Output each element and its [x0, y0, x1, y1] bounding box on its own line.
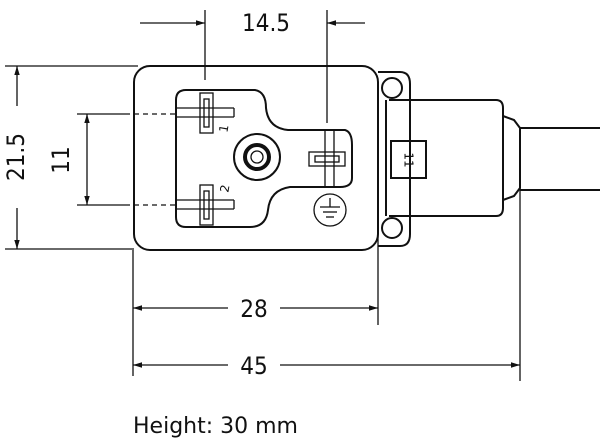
mounting-hole-bottom [381, 217, 403, 239]
height-note: Height: 30 mm [133, 414, 298, 439]
svg-text:14.5: 14.5 [242, 9, 290, 37]
pin2-label: 2 [217, 184, 232, 194]
contact-insert [175, 89, 353, 228]
screw-icon [233, 133, 281, 181]
mounting-hole-top [381, 77, 403, 99]
svg-text:45: 45 [240, 352, 267, 380]
ground-pin [308, 130, 346, 187]
dim-pin-spacing-horizontal: 14.5 [140, 9, 365, 123]
svg-text:28: 28 [240, 295, 267, 323]
cable-label: 11 [402, 152, 416, 167]
svg-text:21.5: 21.5 [2, 133, 30, 181]
pin-1 [176, 92, 235, 134]
connector-body: 1 2 [133, 65, 411, 251]
ground-icon [313, 193, 347, 227]
svg-text:11: 11 [47, 146, 75, 173]
cable-gland: 11 [389, 99, 600, 217]
pin-2 [176, 184, 235, 226]
dim-overall-length: 45 [133, 150, 521, 381]
dim-body-height: 21.5 [2, 65, 138, 250]
cable [520, 127, 600, 191]
dim-body-width: 28 [132, 210, 379, 376]
pin1-label: 1 [216, 124, 231, 134]
cable-label-box [390, 140, 427, 179]
dim-pin-spacing-vertical: 11 [47, 113, 176, 206]
